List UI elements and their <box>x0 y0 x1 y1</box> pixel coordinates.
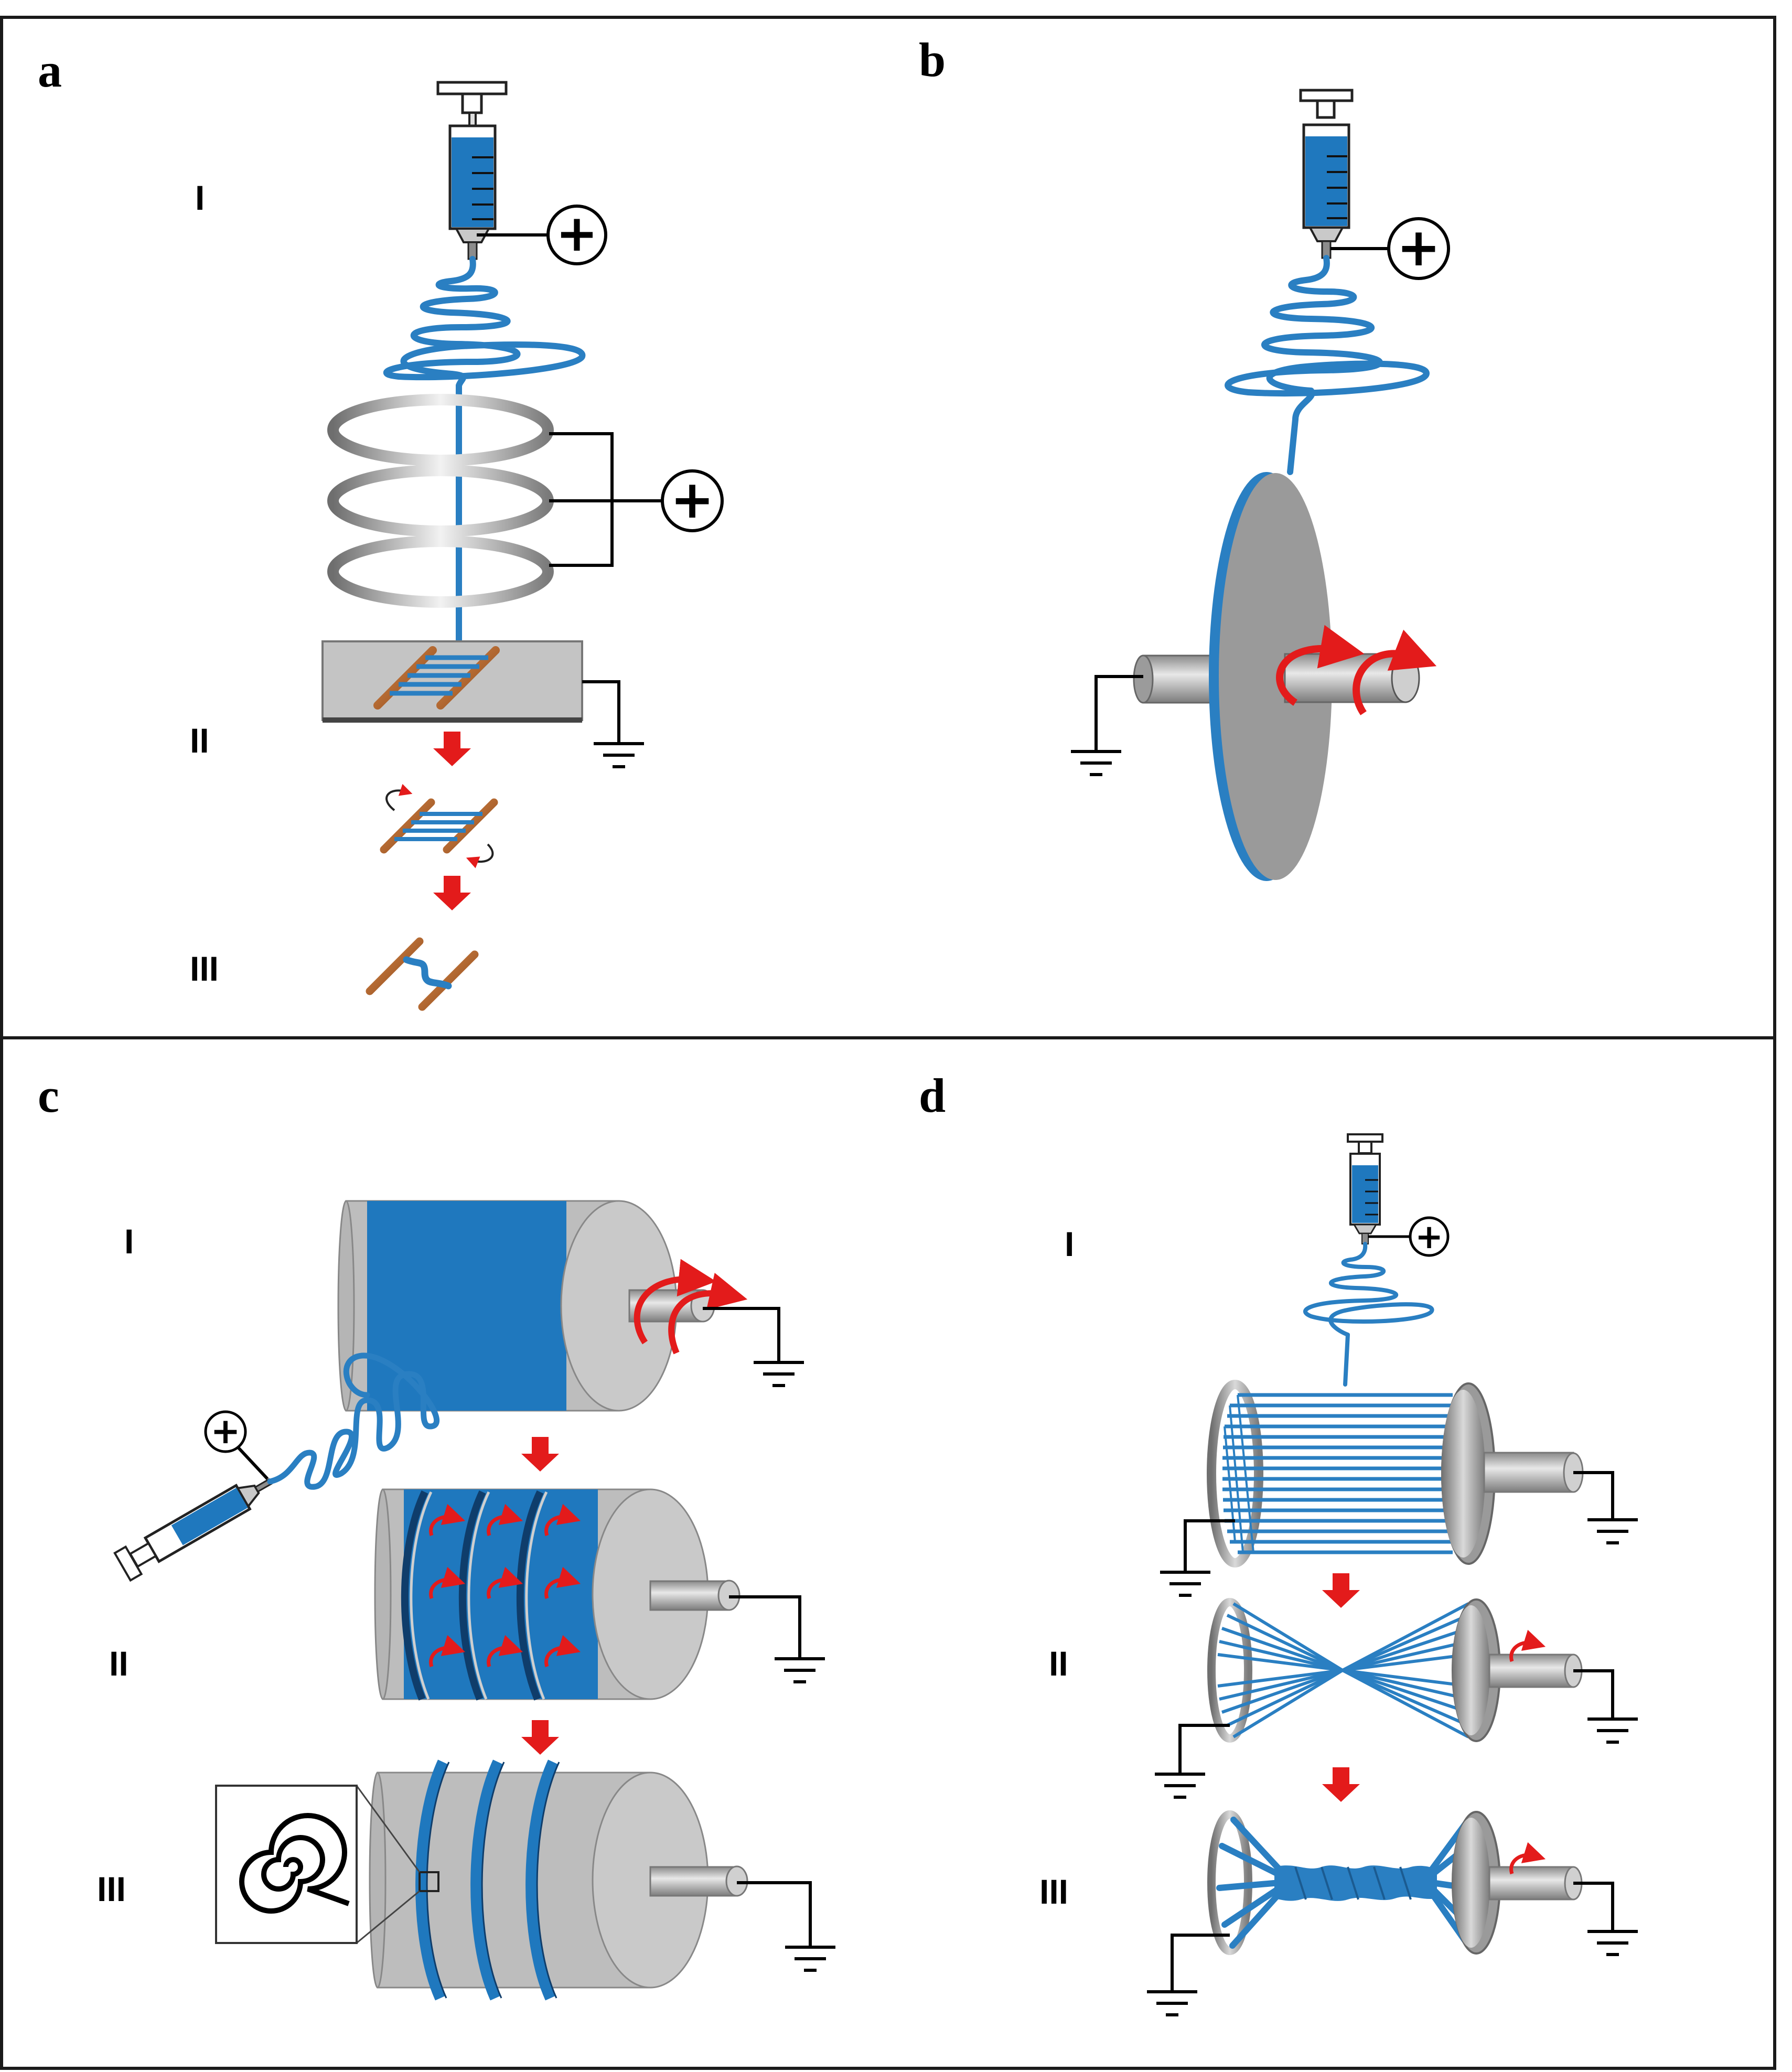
positive-electrode-icon: + <box>1387 217 1450 280</box>
syringe-icon <box>1347 1133 1383 1244</box>
ground-icon <box>1155 1754 1205 1797</box>
panel-d: d I II III + <box>919 1069 1638 2015</box>
ground-icon <box>1587 1912 1638 1955</box>
polymer-jet <box>1225 255 1430 475</box>
panel-a-step-1: I <box>195 178 205 217</box>
spiral-icon <box>239 1813 350 1914</box>
positive-electrode-icon: + <box>204 1410 247 1453</box>
down-arrow-icon <box>1322 1767 1360 1802</box>
ground-icon <box>1160 1552 1210 1595</box>
panel-letter-c: c <box>38 1069 59 1122</box>
ground-icon <box>1147 1972 1197 2015</box>
panel-letter-d: d <box>919 1069 946 1122</box>
ground-icon <box>594 724 644 767</box>
twisted-yarn <box>366 937 479 1011</box>
panel-d-step-1: I <box>1065 1225 1074 1263</box>
polymer-jet <box>267 1352 440 1490</box>
panel-letter-a: a <box>38 44 62 97</box>
down-arrow-icon <box>521 1720 559 1755</box>
cage-collector-3 <box>1207 1810 1583 1955</box>
panel-c-step-1: I <box>124 1222 134 1261</box>
twisting-fiber-ladder <box>380 783 498 868</box>
panel-c: c I II III + <box>38 1069 835 2001</box>
ground-icon <box>1587 1500 1638 1543</box>
down-arrow-icon <box>433 732 471 766</box>
svg-text:+: + <box>1415 1218 1443 1257</box>
drum-collector-2 <box>374 1488 741 1701</box>
ground-icon <box>1071 732 1121 775</box>
panel-c-step-2: II <box>109 1644 128 1683</box>
svg-text:+: + <box>670 469 714 530</box>
syringe-icon <box>436 81 508 260</box>
panel-b: b + <box>919 33 1450 881</box>
down-arrow-icon <box>1322 1573 1360 1608</box>
panel-d-step-3: III <box>1039 1872 1068 1911</box>
positive-electrode-icon: + <box>546 204 607 265</box>
polymer-jet <box>383 256 586 643</box>
syringe-icon <box>1299 89 1354 259</box>
panel-c-step-3: III <box>97 1870 126 1908</box>
polymer-jet <box>1303 1242 1434 1387</box>
svg-text:+: + <box>211 1411 241 1452</box>
cage-collector-1 <box>1207 1380 1584 1568</box>
ground-icon <box>775 1639 825 1682</box>
cage-collector-2 <box>1207 1598 1583 1743</box>
svg-text:+: + <box>556 204 598 263</box>
panel-d-step-2: II <box>1049 1644 1068 1683</box>
positive-electrode-icon: + <box>1409 1216 1450 1257</box>
collector-plate <box>321 640 583 723</box>
focusing-rings <box>327 394 554 608</box>
disc-collector <box>1133 472 1437 881</box>
svg-text:+: + <box>1397 217 1441 278</box>
down-arrow-icon <box>521 1437 559 1472</box>
ground-icon <box>785 1927 835 1970</box>
panel-a: a I II III + <box>38 44 724 1011</box>
down-arrow-icon <box>433 876 471 910</box>
panel-a-step-2: II <box>190 721 209 760</box>
ground-icon <box>754 1343 804 1386</box>
ground-icon <box>1587 1699 1638 1742</box>
panel-a-step-3: III <box>190 949 219 988</box>
fiber-ladder <box>373 646 500 710</box>
panel-letter-b: b <box>919 33 946 87</box>
spiral-inset <box>215 1785 439 1944</box>
syringe-icon <box>113 1478 273 1582</box>
positive-electrode-icon: + <box>661 469 724 532</box>
drum-collector-3 <box>369 1759 748 2001</box>
panel-borders <box>0 16 1776 2070</box>
